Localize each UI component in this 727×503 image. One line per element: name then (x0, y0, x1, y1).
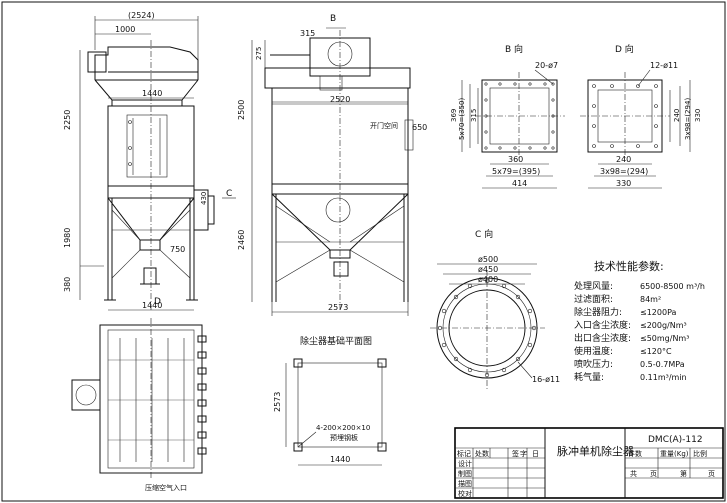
dim-base-2573: 2573 (328, 303, 348, 312)
d-dim-240: 240 (673, 109, 681, 122)
embedded-plate-label: 预埋钢板 (330, 433, 358, 442)
foundation-dim-2573: 2573 (273, 392, 282, 412)
tb-scale: 比例 (693, 449, 707, 458)
spec-label: 入口含尘浓度: (574, 319, 631, 331)
spec-value: ≤1200Pa (640, 308, 677, 317)
tb-trace: 描图 (458, 479, 472, 488)
b-holes: 20-ø7 (535, 61, 558, 70)
dim-height-lower: 1980 (63, 228, 72, 248)
b-flange-holes (484, 82, 555, 150)
d-dim-3x98-h: 3x98=(294) (600, 167, 648, 176)
b-dim-360: 360 (508, 155, 523, 164)
b-dim-5x79: 5x79=(395) (492, 167, 540, 176)
dim-mid-width: 1440 (142, 89, 162, 98)
c-dim-450: ø450 (478, 265, 498, 274)
tb-piece: 件数 (628, 449, 642, 458)
dim-275: 275 (255, 47, 263, 60)
c-dim-500: ø500 (478, 255, 498, 264)
dim-height-2500: 2500 (237, 100, 246, 120)
dim-width-2520: 2520 (330, 95, 350, 104)
tb-weight: 重量(Kg) (660, 450, 689, 458)
d-view-title: D 向 (615, 43, 634, 55)
d-flange-holes (592, 84, 658, 148)
air-inlet-label: 压缩空气入口 (145, 483, 187, 492)
front-view: (2524) 1000 1440 2250 1980 380 750 1440 … (63, 11, 236, 311)
spec-label: 出口含尘浓度: (574, 332, 631, 344)
spec-label: 使用温度: (574, 345, 613, 357)
b-dim-5x70: 5x70=(350) (458, 98, 466, 140)
d-dim-3x98: 3x98=(294) (684, 98, 692, 140)
side-view: B 315 275 2520 2500 2460 2573 开门空间 650 (237, 14, 427, 316)
c-view-title: C 向 (475, 228, 493, 240)
dim-315: 315 (300, 29, 315, 38)
dim-height-2460: 2460 (237, 230, 246, 250)
b-view: B 向 20-ø7 369 5x70=(350) 315 360 5x79=(3… (450, 43, 565, 189)
marker-d: D (154, 297, 161, 307)
dim-outlet-height: 380 (63, 277, 72, 292)
d-dim-330: 330 (694, 109, 702, 122)
d-dim-240-h: 240 (616, 155, 631, 164)
fan-motor (87, 51, 107, 73)
tb-num: 第 (680, 469, 687, 478)
tb-check: 校对 (458, 489, 472, 498)
spec-value: 84m² (640, 295, 661, 304)
d-view: D 向 12-ø11 330 3x98=(294) 240 240 3x98=(… (580, 43, 702, 189)
c-dim-400: ø400 (478, 275, 498, 284)
b-dim-369: 369 (450, 109, 458, 122)
spec-label: 除尘器阻力: (574, 306, 622, 318)
spec-value: 0.11m³/min (640, 373, 687, 382)
spec-heading: 技术性能参数: (594, 259, 664, 273)
spec-value: ≤50mg/Nm³ (640, 334, 689, 343)
dim-650: 650 (412, 123, 427, 132)
spec-label: 处理风量: (574, 280, 613, 292)
tb-count: 处数 (475, 449, 489, 458)
foundation-plan: 除尘器基础平面图 2573 1440 4-200×200×10 预埋钢板 (273, 335, 387, 466)
foundation-dim-1440: 1440 (330, 455, 350, 464)
title-block: 脉冲单机除尘器 DMC(A)-112 件数 重量(Kg) 比例 共 页 第 页 … (454, 427, 724, 499)
tb-date: 日 (532, 450, 539, 458)
tb-sign: 签 (512, 449, 519, 458)
tb-design: 设计 (458, 459, 472, 468)
dim-hopper: 750 (170, 245, 185, 254)
spec-value: 6500-8500 m³/h (640, 282, 705, 291)
spec-value: ≤200g/Nm³ (640, 321, 687, 330)
embedded-spec: 4-200×200×10 (316, 424, 370, 432)
marker-c: C (226, 189, 232, 199)
spec-label: 过滤面积: (574, 293, 613, 305)
tb-page-2: 页 (708, 470, 715, 478)
plan-view: 压缩空气入口 (71, 318, 207, 492)
b-dim-315: 315 (470, 109, 478, 122)
c-view: C 向 ø500 ø450 ø400 16-ø11 (430, 228, 560, 390)
tb-total: 共 (630, 469, 637, 478)
b-view-title: B 向 (505, 43, 523, 55)
spec-table: 技术性能参数: 处理风量: 6500-8500 m³/h 过滤面积: 84m² … (574, 259, 705, 383)
d-dim-330-h: 330 (616, 179, 631, 188)
b-dim-414: 414 (512, 179, 527, 188)
d-holes: 12-ø11 (650, 61, 678, 70)
dim-height-upper: 2250 (63, 110, 72, 130)
tb-char: 字 (520, 449, 527, 458)
spec-label: 耗气量: (574, 371, 604, 383)
spec-value: 0.5-0.7MPa (640, 360, 685, 369)
foundation-title: 除尘器基础平面图 (300, 335, 372, 347)
spec-label: 喷吹压力: (574, 358, 613, 370)
drawing-title: 脉冲单机除尘器 (557, 444, 634, 458)
dim-top-offset: 1000 (115, 25, 135, 34)
c-holes: 16-ø11 (532, 375, 560, 384)
dim-side-430: 430 (200, 192, 208, 205)
tb-draft: 制图 (458, 469, 472, 478)
inspection-label: 开门空间 (370, 121, 398, 130)
dim-top-width: (2524) (128, 11, 155, 20)
spec-value: ≤120°C (640, 347, 672, 356)
model-number: DMC(A)-112 (648, 435, 703, 445)
tb-page: 页 (650, 470, 657, 478)
dim-base-width: 1440 (142, 301, 162, 310)
marker-b: B (330, 14, 336, 24)
tb-mark: 标记 (457, 449, 471, 458)
